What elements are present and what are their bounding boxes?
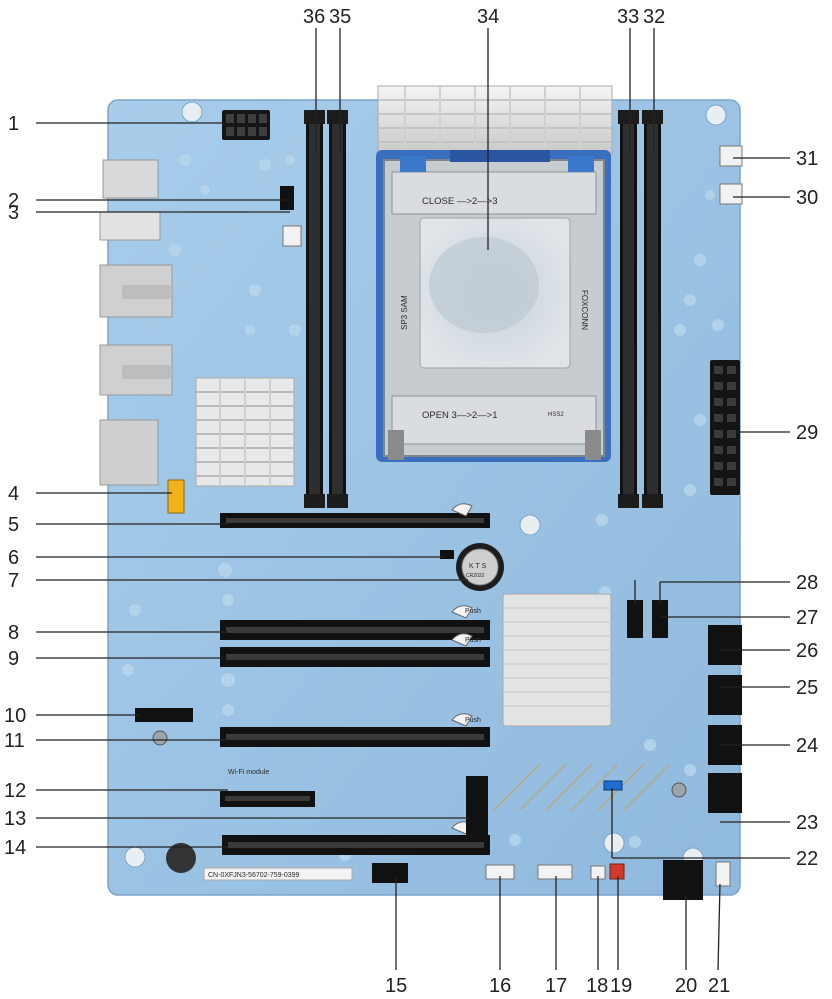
serial-label: CN-0XFJN3-56702-759-0399 — [208, 872, 300, 879]
chipset-heatsink — [502, 593, 612, 727]
callout-6: 6 — [8, 547, 19, 569]
callout-21: 21 — [708, 975, 730, 997]
callout-2: 2 — [8, 190, 19, 212]
push-label-1: Push — [465, 608, 481, 615]
dimm-slots-right — [618, 110, 663, 508]
callout-17: 17 — [545, 975, 567, 997]
callout-30: 30 — [796, 187, 818, 209]
cpu-socket: CLOSE —>2—>3 OPEN 3—>2—>1 HSS2 SP3 SAM F… — [376, 150, 611, 462]
callout-9: 9 — [8, 648, 19, 670]
serial-sticker: CN-0XFJN3-56702-759-0399 — [203, 867, 353, 881]
callout-14: 14 — [4, 837, 26, 859]
push-label-3: Push — [465, 717, 481, 724]
rear-io-area — [99, 159, 173, 486]
callout-7: 7 — [8, 570, 19, 592]
callout-19: 19 — [610, 975, 632, 997]
callout-16: 16 — [489, 975, 511, 997]
callout-27: 27 — [796, 607, 818, 629]
dimm-slots-left — [304, 110, 348, 508]
callout-29: 29 — [796, 422, 818, 444]
callout-20: 20 — [675, 975, 697, 997]
bottom-headers — [372, 780, 731, 900]
m2-wifi-slot — [135, 708, 193, 722]
cpu-power-connector — [222, 110, 270, 140]
coin-cell-battery: K T S CR2032 — [456, 543, 504, 591]
callout-15: 15 — [385, 975, 407, 997]
callout-31: 31 — [796, 148, 818, 170]
callout-28: 28 — [796, 572, 818, 594]
socket-right-label: FOXCONN — [580, 290, 589, 330]
callout-22: 22 — [796, 848, 818, 870]
callout-lines — [36, 28, 790, 971]
socket-left-label: SP3 SAM — [400, 295, 409, 330]
callout-1: 1 — [8, 113, 19, 135]
callout-32: 32 — [643, 6, 665, 28]
pcie-slots: Push Push Push — [220, 503, 490, 855]
callout-26: 26 — [796, 640, 818, 662]
callout-12: 12 — [4, 780, 26, 802]
push-label-2: Push — [465, 637, 481, 644]
callout-18: 18 — [586, 975, 608, 997]
callout-5: 5 — [8, 514, 19, 536]
sata-ports-vertical — [627, 600, 668, 638]
top-vrm-heatsink — [377, 85, 613, 155]
callout-34: 34 — [477, 6, 499, 28]
wifi-label: Wi-Fi module — [228, 769, 269, 776]
callout-36: 36 — [303, 6, 325, 28]
callout-3: 3 — [8, 202, 19, 224]
callout-4: 4 — [8, 483, 19, 505]
battery-label-2: CR2032 — [466, 573, 485, 579]
callout-24: 24 — [796, 735, 818, 757]
callout-10: 10 — [4, 705, 26, 727]
callout-11: 11 — [4, 730, 25, 752]
m2-ssd-slot — [466, 776, 488, 838]
socket-open-label: OPEN 3—>2—>1 — [422, 410, 498, 421]
fan-headers-top — [280, 145, 743, 247]
callout-13: 13 — [4, 808, 26, 830]
callout-35: 35 — [329, 6, 351, 28]
socket-close-label: CLOSE —>2—>3 — [422, 196, 498, 207]
battery-label-1: K T S — [469, 563, 487, 570]
callout-23: 23 — [796, 812, 818, 834]
buzzer — [166, 843, 196, 873]
cmos-jumper — [440, 550, 454, 559]
callout-25: 25 — [796, 677, 818, 699]
callout-8: 8 — [8, 622, 19, 644]
callout-numbers: 1 2 3 4 5 6 7 8 9 10 11 12 13 14 15 16 1… — [4, 6, 818, 997]
callout-33: 33 — [617, 6, 639, 28]
atx-power-connector — [710, 360, 740, 495]
vrm-heatsink — [195, 377, 295, 487]
socket-corner-label: HSS2 — [548, 412, 564, 418]
front-audio-header — [167, 479, 185, 514]
